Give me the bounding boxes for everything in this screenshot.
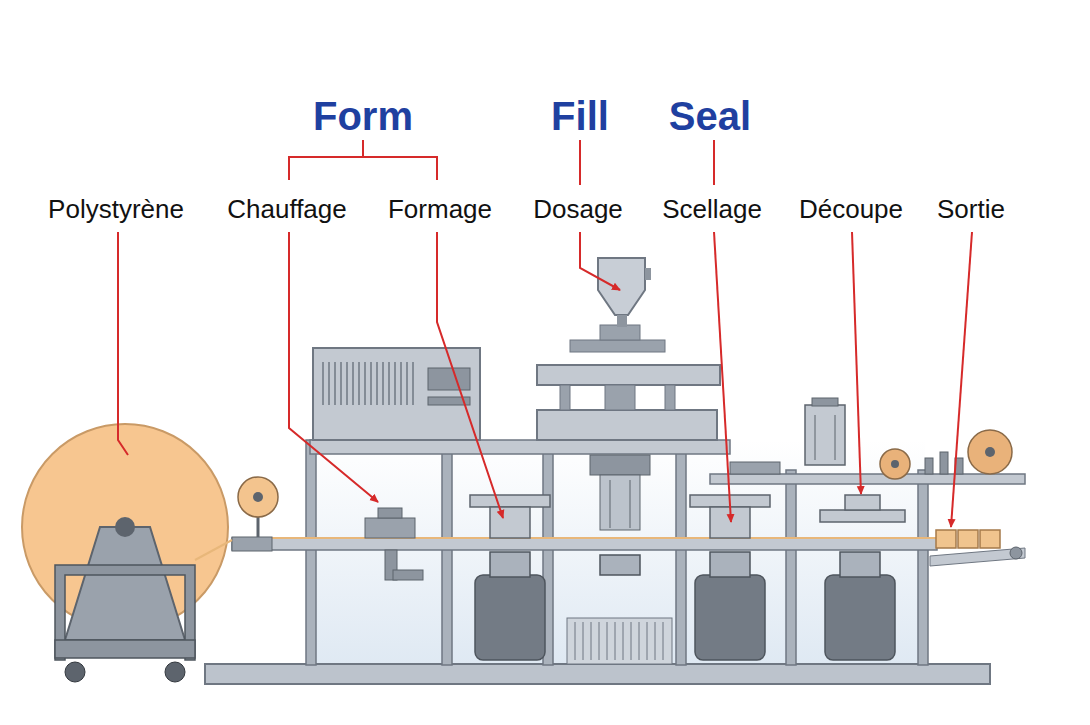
part-label: Chauffage [227,196,347,222]
stage-heading: Form [313,96,413,136]
part-label: Scellage [662,196,762,222]
part-label: Sortie [937,196,1005,222]
part-label: Dosage [533,196,623,222]
stage-heading: Seal [669,96,751,136]
part-label: Formage [388,196,492,222]
part-label: Polystyrène [48,196,184,222]
stage-heading: Fill [551,96,609,136]
part-label: Découpe [799,196,903,222]
